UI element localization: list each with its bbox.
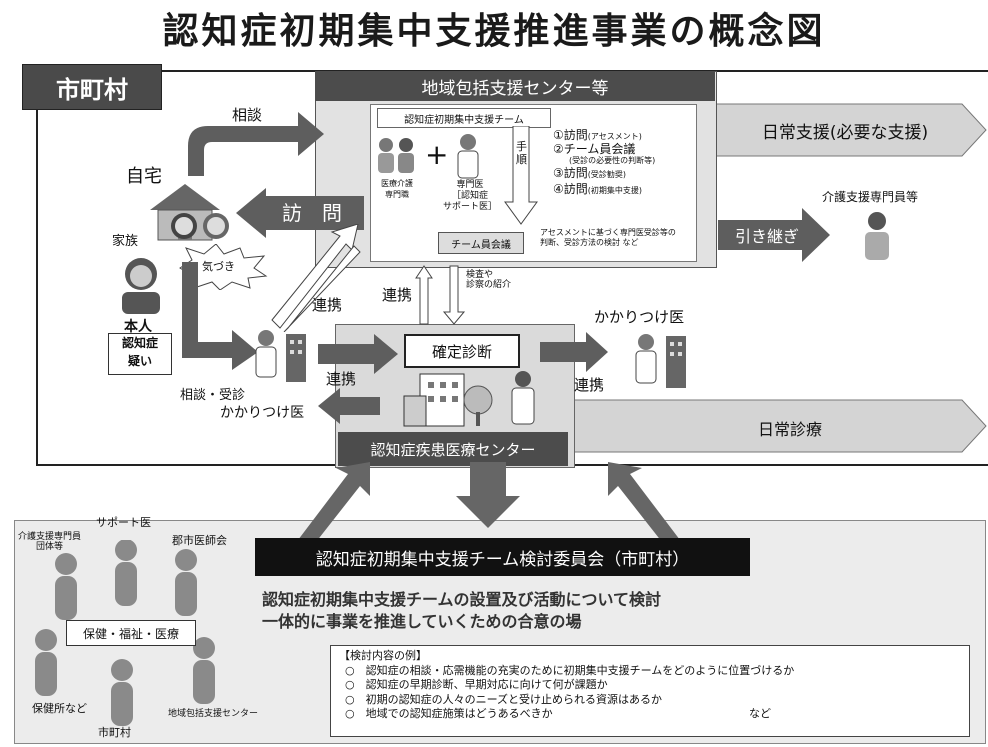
examples-box: 【検討内容の例】 ○ 認知症の相談・応需機能の充実のために初期集中支援チームをど… <box>330 645 970 737</box>
cooperation-2-label: 連携 <box>326 370 357 388</box>
gp-left-icon <box>255 330 306 382</box>
member-comm-center: 地域包括支援センター <box>168 709 259 719</box>
steps-list: ①訪問(アセスメント) ②チーム員会議 (受診の必要性の判断等) ③訪問(受診勧… <box>553 128 655 198</box>
step-4: ④訪問 <box>553 182 588 196</box>
member-medical-assoc: 郡市医師会 <box>172 534 227 547</box>
family-icon <box>171 213 229 239</box>
family-label: 家族 <box>112 234 139 249</box>
team-meeting-box: チーム員会議 <box>438 232 524 254</box>
vertical-cooperation-arrows <box>415 265 466 325</box>
member-city: 市町村 <box>98 726 131 739</box>
home-label: 自宅 <box>126 166 162 187</box>
procedure-arrow <box>504 126 538 225</box>
daily-care-label: 日常診療 <box>757 420 822 439</box>
member-health-welfare: 保健・福祉・医療 <box>66 620 196 646</box>
example-item: ○ 初期の認知症の人々のニーズと受け止められる資源はあるか <box>345 692 663 706</box>
notice-burst-icon <box>179 244 268 290</box>
consult-label: 相談 <box>232 106 263 124</box>
examples-title: 【検討内容の例】 <box>339 649 427 662</box>
support-team-title: 認知症初期集中支援チーム <box>377 108 551 128</box>
municipality-label: 市町村 <box>22 64 162 110</box>
patient-icon <box>122 258 160 314</box>
member-support-doctor: サポート医 <box>96 516 151 529</box>
medical-care-staff-icon <box>378 138 414 173</box>
example-item: ○ 認知症の相談・応需機能の充実のために初期集中支援チームをどのように位置づける… <box>345 663 795 677</box>
examples-etc: など <box>749 707 771 720</box>
visit-arrow <box>236 188 364 238</box>
care-manager-label: 介護支援専門員等 <box>822 190 919 204</box>
step-1-note: (アセスメント) <box>587 132 642 141</box>
handover-label: 引き継ぎ <box>734 227 799 246</box>
page-title: 認知症初期集中支援推進事業の概念図 <box>162 11 826 52</box>
cooperation-4-label: 連携 <box>574 376 605 394</box>
step-2: ②チーム員会議 <box>553 142 636 156</box>
meeting-note: アセスメントに基づく専門医受診等の 判断、受診方法の検討 など <box>540 228 676 247</box>
committee-desc-2: 一体的に事業を推進していくための合意の場 <box>262 612 582 631</box>
procedure-label: 手 順 <box>516 140 527 166</box>
plus-icon: + <box>425 138 449 171</box>
medical-care-staff-label: 医療介護 専門職 <box>381 179 413 199</box>
committee-arrows <box>298 462 680 542</box>
committee-members-icon <box>35 540 215 726</box>
diagnosis-box: 確定診断 <box>404 334 520 368</box>
cooperation-1-label: 連携 <box>312 296 343 314</box>
step-1: ①訪問 <box>553 128 588 142</box>
consult-visit-label: 相談・受診 <box>180 388 246 403</box>
step-3: ③訪問 <box>553 166 588 180</box>
gp-right-label: かかりつけ医 <box>594 308 685 326</box>
community-center-header: 地域包括支援センター等 <box>315 71 715 101</box>
patient-label: 本人 <box>124 319 152 335</box>
daily-care-arrow <box>572 399 987 453</box>
example-item: ○ 認知症の早期診断、早期対応に向けて何が課題か <box>345 678 608 691</box>
cooperation-diagonal-arrows <box>271 224 361 332</box>
hospital-icon <box>403 373 493 427</box>
suspected-box: 認知症 疑い <box>108 333 172 375</box>
specialist-label: 専門医 ［認知症 サポート医］ <box>442 180 497 212</box>
step-3-note: (受診勧奨) <box>587 170 627 179</box>
member-health-center: 保健所など <box>32 702 87 715</box>
exam-referral-label: 検査や 診察の紹介 <box>466 270 511 290</box>
gp-to-diagnosis-arrow <box>318 334 398 374</box>
daily-support-arrow <box>712 103 987 157</box>
specialist-doctor-icon <box>457 134 479 179</box>
committee-desc-1: 認知症初期集中支援チームの設置及び活動について検討 <box>262 590 662 609</box>
visit-label: 訪 問 <box>282 201 342 225</box>
care-manager-icon <box>865 212 889 260</box>
patient-to-gp-arrow <box>182 262 258 370</box>
cooperation-3-label: 連携 <box>382 286 413 304</box>
diagnosis-to-gp-arrow <box>540 332 608 372</box>
step-4-note: (初期集中支援) <box>587 186 643 195</box>
daily-support-label: 日常支援(必要な支援) <box>761 123 929 143</box>
consult-arrow <box>188 112 324 176</box>
committee-bar: 認知症初期集中支援チーム検討委員会（市町村） <box>255 538 750 576</box>
gp-left-label: かかりつけ医 <box>220 405 305 421</box>
member-care-manager: 介護支援専門員 団体等 <box>18 532 82 552</box>
gp-right-icon <box>635 334 686 388</box>
example-item: ○ 地域での認知症施策はどうあるべきか <box>345 707 553 720</box>
center-to-gp-arrow <box>318 388 380 424</box>
step-2-note: (受診の必要性の判断等) <box>569 156 656 165</box>
medical-center-label: 認知症疾患医療センター <box>338 432 568 466</box>
support-team-box <box>370 104 697 262</box>
center-doctor-icon <box>511 371 535 425</box>
notice-label: 気づき <box>202 260 235 273</box>
handover-arrow <box>718 208 830 262</box>
